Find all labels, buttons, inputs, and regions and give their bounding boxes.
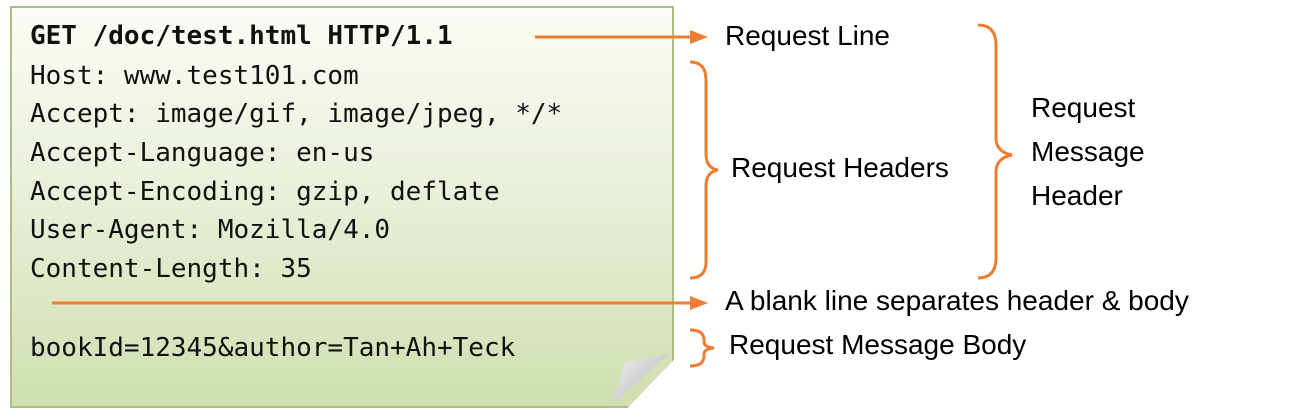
header-accept: Accept: image/gif, image/jpeg, */* [30,99,563,129]
message-body-brace [689,328,715,368]
message-header-label-line3: Header [1031,180,1123,211]
request-line-text: GET /doc/test.html HTTP/1.1 [30,21,453,51]
request-body-text: bookId=12345&author=Tan+Ah+Teck [30,333,516,363]
message-body-label: Request Message Body [729,329,1027,360]
request-line-arrowhead [690,30,708,44]
header-accept-language: Accept-Language: en-us [30,138,375,168]
message-header-label-line1: Request [1031,92,1136,123]
request-headers-label: Request Headers [731,152,949,183]
message-header-brace [977,23,1013,280]
header-content-length: Content-Length: 35 [30,254,312,284]
header-host: Host: www.test101.com [30,61,359,91]
blank-line-arrowhead [690,296,708,310]
request-line-label: Request Line [725,20,891,51]
header-accept-encoding: Accept-Encoding: gzip, deflate [30,177,500,207]
http-request-note [10,6,674,408]
message-header-label-line2: Message [1031,136,1145,167]
header-user-agent: User-Agent: Mozilla/4.0 [30,215,391,245]
blank-line-label: A blank line separates header & body [725,285,1189,316]
request-headers-brace [689,60,719,280]
